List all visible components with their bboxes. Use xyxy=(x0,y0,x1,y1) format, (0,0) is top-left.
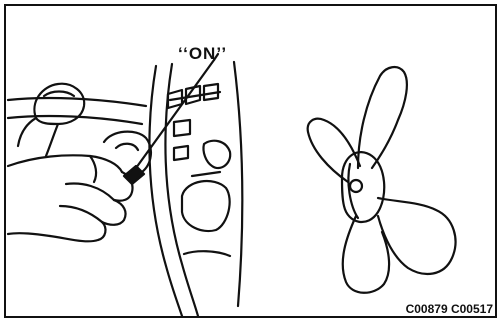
dashboard-panel-icon xyxy=(8,62,242,316)
hand-icon xyxy=(8,155,133,241)
illustration-frame: ‘‘ON’’ C00879 C00517 xyxy=(4,4,497,318)
figure-code-label: C00879 C00517 xyxy=(406,302,493,316)
shift-knob-icon xyxy=(18,84,84,156)
dashboard-illustration xyxy=(6,6,495,316)
ignition-on-label: ‘‘ON’’ xyxy=(178,44,227,64)
cooling-fan-icon xyxy=(308,67,456,293)
